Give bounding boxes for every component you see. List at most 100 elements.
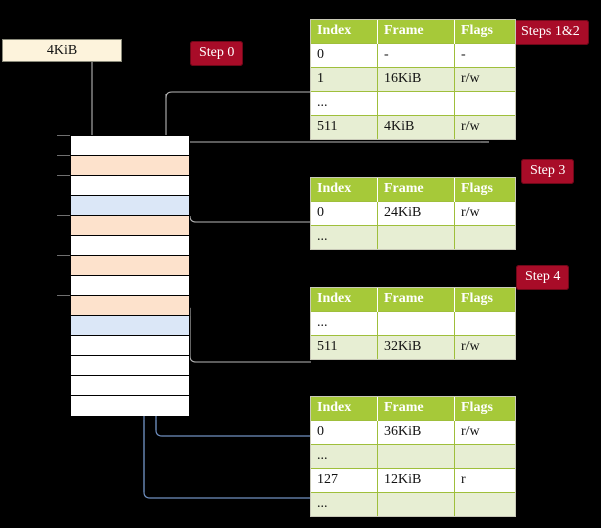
table-header-row: Index Frame Flags bbox=[311, 178, 515, 202]
memory-frame-row bbox=[71, 276, 189, 296]
table-header-row: Index Frame Flags bbox=[311, 20, 515, 44]
virtual-page-box: 4KiB bbox=[2, 39, 122, 62]
table-header-row: Index Frame Flags bbox=[311, 288, 515, 312]
table-row: 0 24KiB r/w bbox=[311, 201, 515, 226]
mem-tick bbox=[57, 295, 71, 296]
table-row: ... bbox=[311, 91, 515, 116]
page-table-level-2: Index Frame Flags 0 24KiB r/w ... bbox=[311, 178, 515, 249]
cell-flags bbox=[454, 492, 515, 516]
cell-frame: 24KiB bbox=[377, 201, 455, 226]
column-header-flags: Flags bbox=[454, 288, 515, 312]
memory-frame-row bbox=[71, 176, 189, 196]
cell-flags: r/w bbox=[454, 335, 515, 359]
mem-tick bbox=[57, 155, 71, 156]
cell-frame: 36KiB bbox=[377, 420, 455, 445]
cell-index: ... bbox=[311, 492, 378, 516]
cell-frame bbox=[377, 492, 455, 516]
column-header-frame: Frame bbox=[377, 178, 455, 202]
cell-frame bbox=[377, 311, 455, 336]
cell-flags bbox=[454, 444, 515, 469]
memory-frame-row bbox=[71, 196, 189, 216]
memory-frame-row bbox=[71, 356, 189, 376]
table-row: ... bbox=[311, 311, 515, 336]
column-header-frame: Frame bbox=[377, 20, 455, 44]
cell-flags: - bbox=[454, 43, 515, 68]
page-table-level-4: Index Frame Flags 0 36KiB r/w ... 127 12… bbox=[311, 397, 515, 516]
cell-index: 127 bbox=[311, 468, 378, 493]
memory-frame-row bbox=[71, 236, 189, 256]
mem-tick bbox=[57, 215, 71, 216]
badge-steps-1-2: Steps 1&2 bbox=[512, 20, 589, 45]
cell-index: ... bbox=[311, 311, 378, 336]
memory-frame-row bbox=[71, 156, 189, 176]
cell-flags: r/w bbox=[454, 201, 515, 226]
wire-t1-511-out bbox=[165, 141, 481, 149]
column-header-flags: Flags bbox=[454, 20, 515, 44]
table-row: 127 12KiB r bbox=[311, 468, 515, 493]
cell-index: ... bbox=[311, 225, 378, 249]
table-row: 511 32KiB r/w bbox=[311, 335, 515, 359]
mem-tick bbox=[57, 135, 71, 136]
column-header-index: Index bbox=[311, 288, 378, 312]
wire-t4-0-bend bbox=[155, 420, 311, 437]
cell-frame bbox=[377, 225, 455, 249]
wire-t2-bend bbox=[189, 215, 197, 223]
table-row: ... bbox=[311, 492, 515, 516]
cell-index: 511 bbox=[311, 335, 378, 359]
cell-frame: 32KiB bbox=[377, 335, 455, 359]
badge-step-4: Step 4 bbox=[516, 265, 570, 290]
cell-flags: r/w bbox=[454, 115, 515, 139]
badge-step-0: Step 0 bbox=[190, 41, 244, 66]
cell-index: 511 bbox=[311, 115, 378, 139]
cell-flags bbox=[454, 311, 515, 336]
memory-frame-row bbox=[71, 296, 189, 316]
cell-frame bbox=[377, 91, 455, 116]
cell-flags: r/w bbox=[454, 67, 515, 92]
cell-flags: r bbox=[454, 468, 515, 493]
wire-t1-in bbox=[165, 91, 311, 99]
memory-frame-row bbox=[71, 336, 189, 356]
memory-frame-row bbox=[71, 376, 189, 396]
page-table-level-3: Index Frame Flags ... 511 32KiB r/w bbox=[311, 288, 515, 359]
column-header-frame: Frame bbox=[377, 288, 455, 312]
cell-flags bbox=[454, 225, 515, 249]
memory-frame-row bbox=[71, 256, 189, 276]
column-header-flags: Flags bbox=[454, 397, 515, 421]
wire-t3-bend bbox=[189, 316, 197, 363]
table-row: 0 - - bbox=[311, 43, 515, 68]
table-row-highlighted: 511 4KiB r/w bbox=[311, 115, 515, 139]
cell-frame: 16KiB bbox=[377, 67, 455, 92]
badge-step-3: Step 3 bbox=[521, 159, 575, 184]
table-row: ... bbox=[311, 444, 515, 469]
cell-frame: 4KiB bbox=[377, 115, 455, 139]
cell-index: 0 bbox=[311, 201, 378, 226]
memory-frame-row bbox=[71, 216, 189, 236]
cell-index: 0 bbox=[311, 420, 378, 445]
column-header-index: Index bbox=[311, 178, 378, 202]
memory-frame-row bbox=[71, 316, 189, 336]
page-table-level-1: Index Frame Flags 0 - - 1 16KiB r/w ... bbox=[311, 20, 515, 139]
cell-frame: 12KiB bbox=[377, 468, 455, 493]
cell-flags: r/w bbox=[454, 420, 515, 445]
mem-tick bbox=[57, 255, 71, 256]
memory-frame-row bbox=[71, 136, 189, 156]
wire-t4-127-bend bbox=[143, 420, 311, 499]
cell-index: ... bbox=[311, 444, 378, 469]
cell-frame bbox=[377, 444, 455, 469]
column-header-index: Index bbox=[311, 397, 378, 421]
table-header-row: Index Frame Flags bbox=[311, 397, 515, 421]
column-header-flags: Flags bbox=[454, 178, 515, 202]
mem-tick bbox=[57, 175, 71, 176]
table-row: ... bbox=[311, 225, 515, 249]
table-row: 0 36KiB r/w bbox=[311, 420, 515, 445]
memory-frame-row bbox=[71, 396, 189, 416]
cell-index: 0 bbox=[311, 43, 378, 68]
physical-memory-column bbox=[70, 135, 190, 416]
cell-frame: - bbox=[377, 43, 455, 68]
cell-index: 1 bbox=[311, 67, 378, 92]
cell-flags bbox=[454, 91, 515, 116]
cell-index: ... bbox=[311, 91, 378, 116]
column-header-frame: Frame bbox=[377, 397, 455, 421]
table-row: 1 16KiB r/w bbox=[311, 67, 515, 92]
